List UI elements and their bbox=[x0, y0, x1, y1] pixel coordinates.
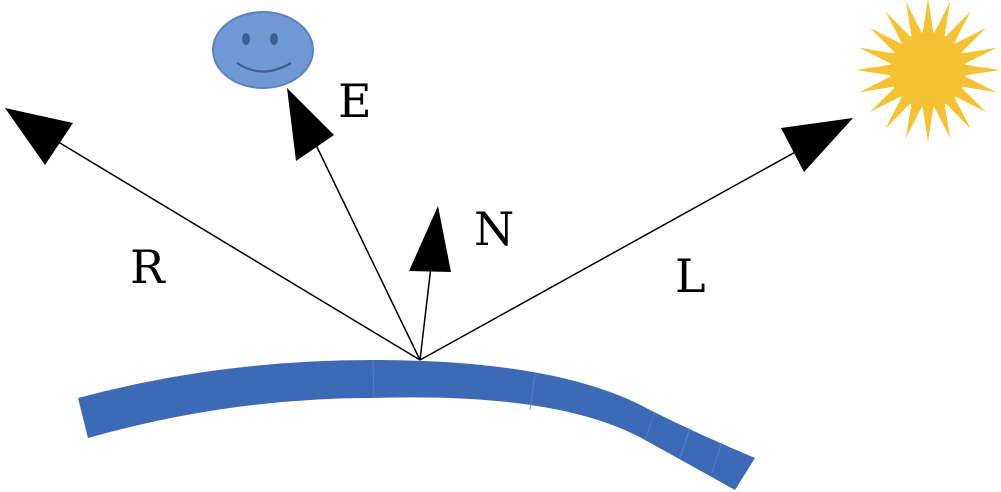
label-eye: E bbox=[338, 74, 372, 128]
normal-vector-line bbox=[419, 257, 433, 361]
surface-seams bbox=[372, 359, 723, 474]
curved-surface bbox=[78, 360, 755, 490]
vectors bbox=[54, 139, 809, 361]
smiley-face-icon bbox=[212, 11, 314, 89]
label-reflection: R bbox=[130, 240, 166, 294]
light-vector-line bbox=[419, 144, 809, 361]
sun-icon bbox=[856, 0, 1000, 142]
reflection-vector-line bbox=[54, 139, 421, 361]
reflection-arrowhead bbox=[5, 108, 73, 165]
label-normal: N bbox=[474, 202, 514, 256]
eye-vector-line bbox=[315, 144, 421, 361]
normal-arrowhead bbox=[409, 206, 451, 272]
light-arrowhead bbox=[781, 118, 853, 172]
eye-arrowhead bbox=[287, 88, 334, 161]
label-light: L bbox=[675, 249, 706, 303]
